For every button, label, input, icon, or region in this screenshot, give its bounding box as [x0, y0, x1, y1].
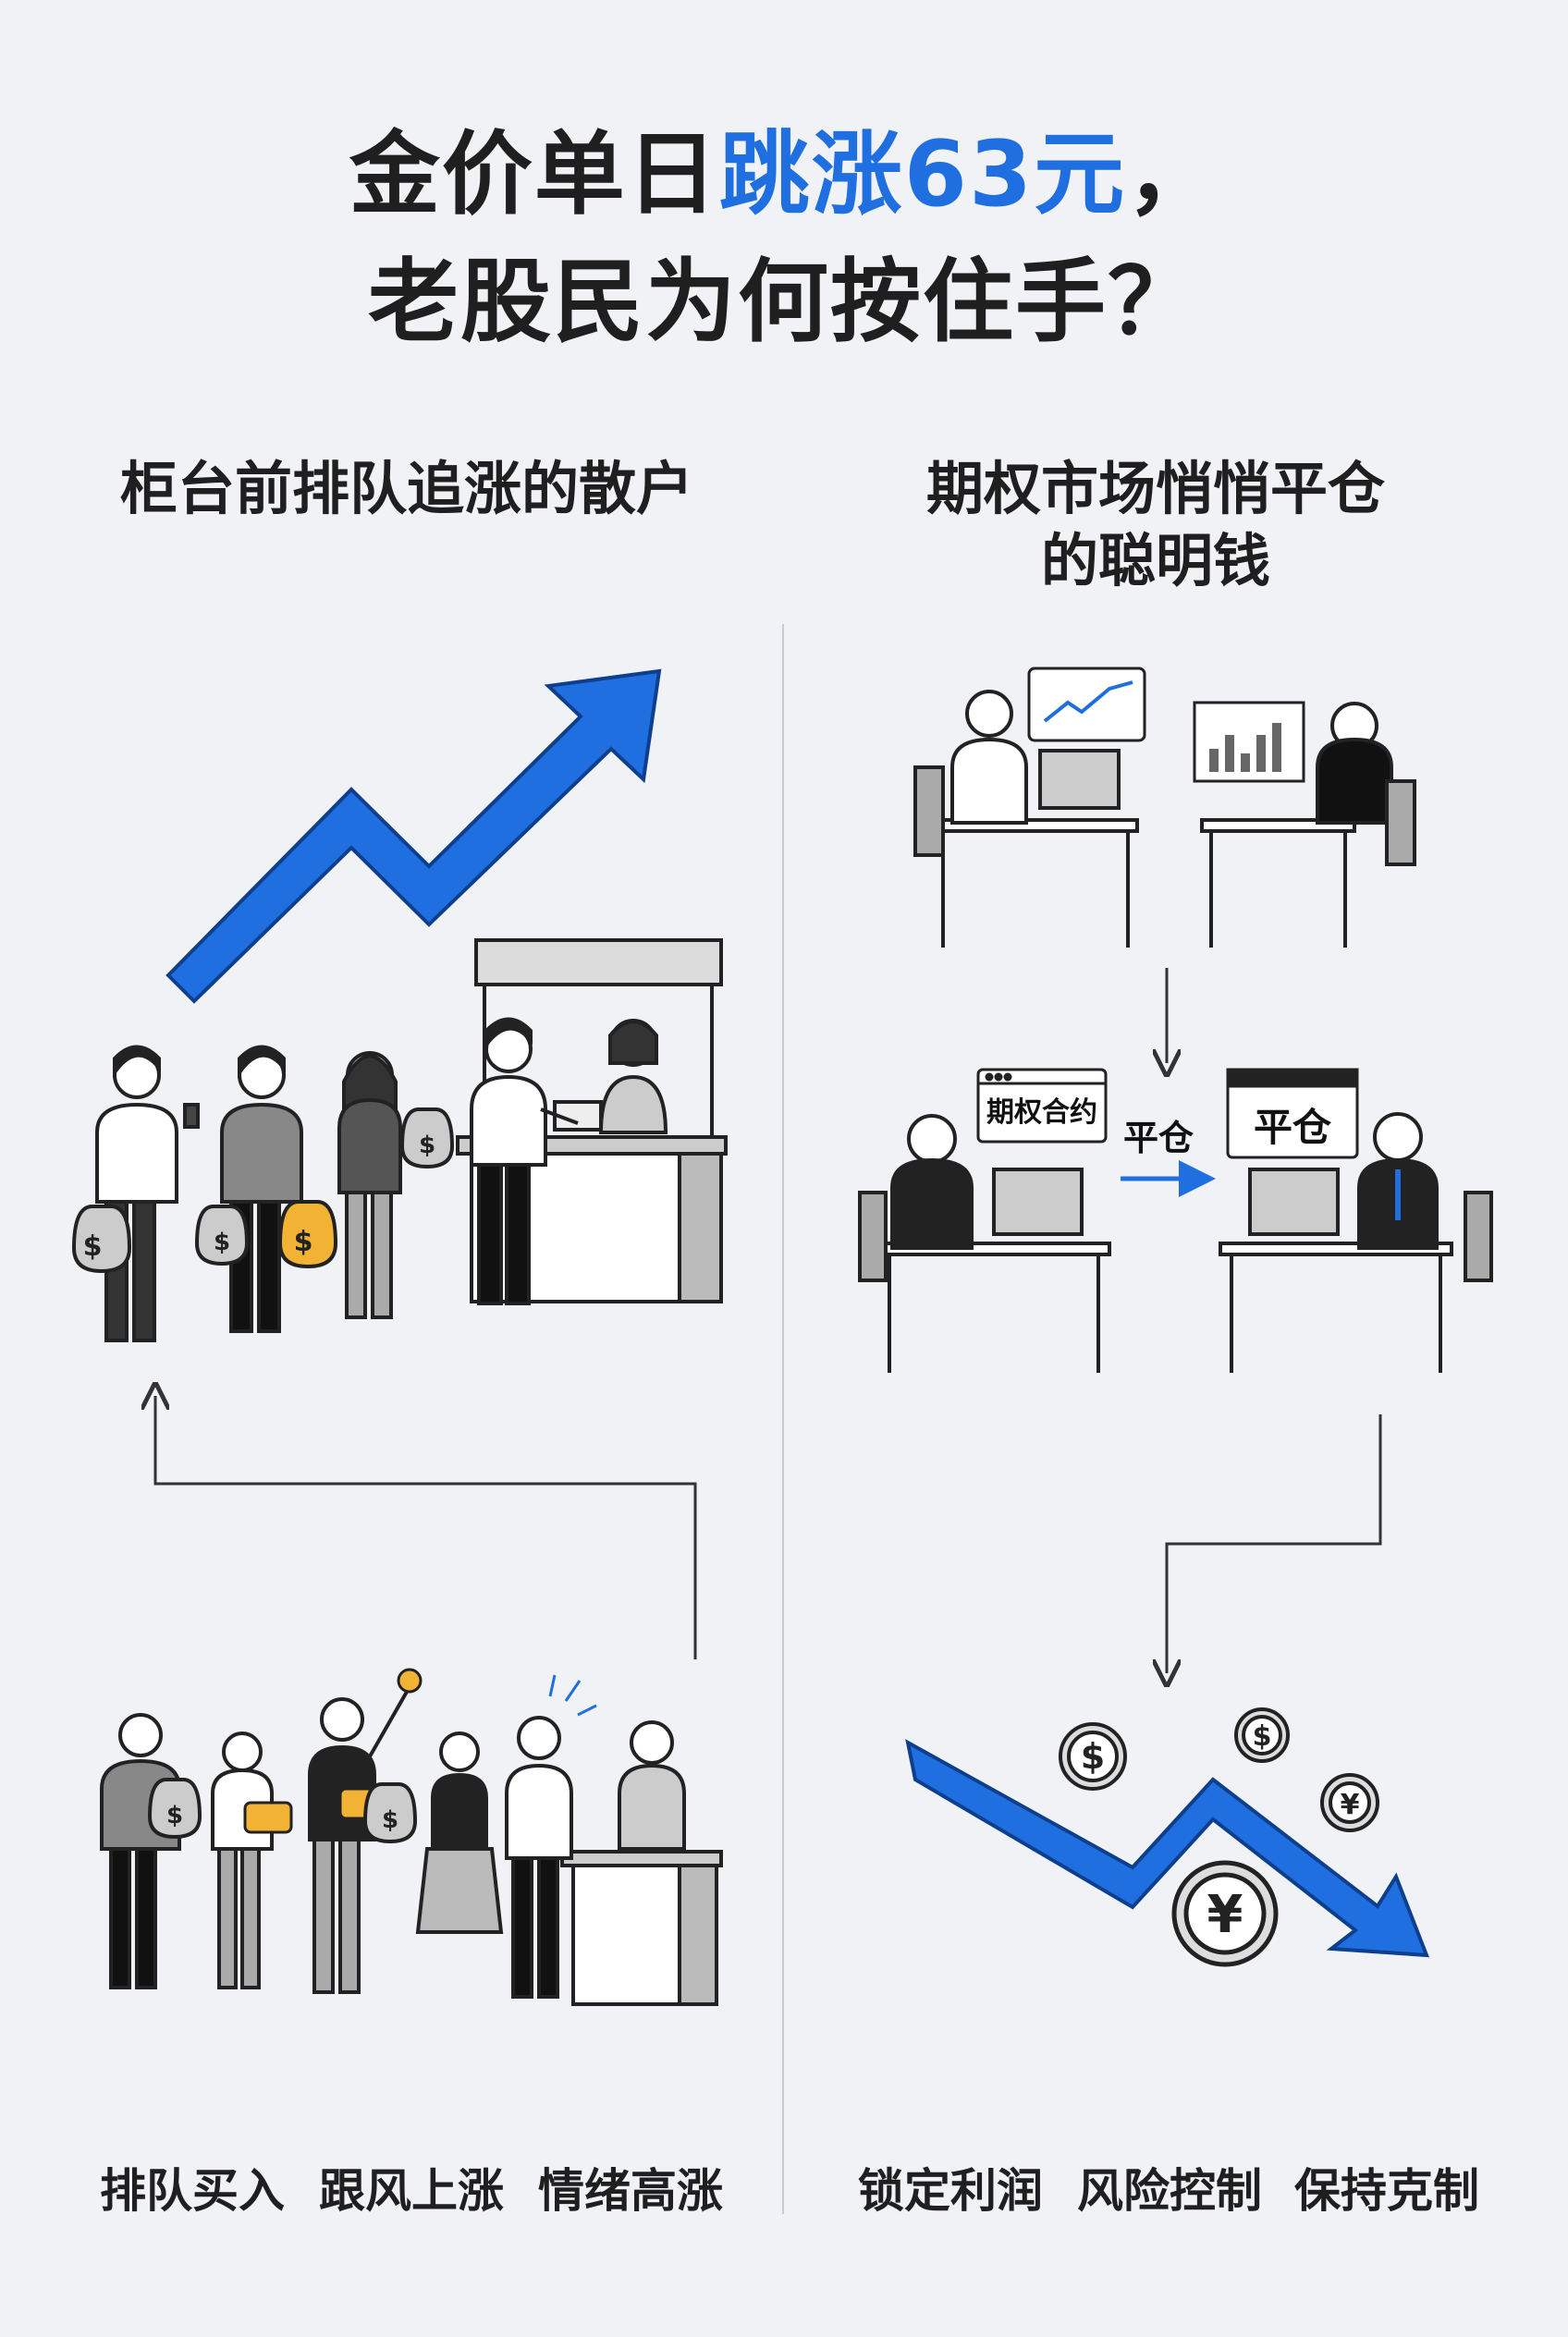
page-title-line1: 金价单日跳涨63元， — [0, 129, 1568, 220]
rising-arrow-icon — [165, 668, 662, 1004]
tag-follow-rise: 跟风上涨 — [319, 2164, 504, 2218]
svg-text:¥: ¥ — [1207, 1885, 1243, 1945]
speech-bubble-chart — [1027, 667, 1146, 742]
money-bag-icon: $ — [277, 1200, 338, 1269]
svg-text:$: $ — [382, 1806, 398, 1834]
bottom-crowd — [100, 1691, 686, 1999]
left-heading: 柜台前排队追涨的散户 — [119, 455, 693, 522]
line-chart-icon — [1043, 680, 1133, 723]
analyst-desk-right — [1200, 702, 1416, 948]
page-title-line2: 老股民为何按住手？ — [367, 250, 1200, 355]
tag-lock-profit: 锁定利润 — [858, 2164, 1043, 2218]
title-prefix: 金价单日 — [349, 122, 719, 227]
dollar-coin-icon: $ — [1059, 1722, 1127, 1791]
queue-person-3 — [337, 1051, 402, 1319]
svg-text:$: $ — [166, 1802, 183, 1829]
title-highlight: 跳涨63元 — [718, 122, 1127, 227]
customer-at-counter — [470, 1017, 579, 1305]
trader-desk-left — [858, 1114, 1111, 1373]
close-position-window — [1226, 1068, 1359, 1159]
bar-chart-board — [1193, 701, 1305, 783]
close-position-window-label: 平仓 — [1253, 1105, 1331, 1150]
loop-arrow — [155, 1396, 697, 1659]
svg-text:$: $ — [214, 1229, 230, 1256]
close-position-arrow-label: 平仓 — [1123, 1118, 1194, 1158]
money-bag-icon: $ $ — [147, 1778, 418, 1844]
svg-text:$: $ — [1081, 1736, 1105, 1777]
yen-coin-icon: ¥ — [1320, 1773, 1379, 1832]
queue-person-1 — [95, 1045, 200, 1342]
right-heading-line2: 的聪明钱 — [1040, 526, 1270, 594]
flow-arrow-to-decline — [1167, 1414, 1382, 1673]
yen-coin-icon: ¥ — [1171, 1860, 1279, 1967]
queue-person-2 — [220, 1045, 303, 1333]
tag-risk-control: 风险控制 — [1077, 2164, 1262, 2218]
options-screen — [976, 1068, 1108, 1144]
tag-keep-restraint: 保持克制 — [1294, 2164, 1479, 2218]
dollar-coin-icon: $ — [1234, 1707, 1290, 1763]
excitement-lines-icon — [548, 1674, 597, 1717]
money-bag-icon: $ — [194, 1205, 250, 1266]
right-heading-line1: 期权市场悄悄平仓 — [925, 455, 1385, 522]
bottom-counter — [560, 1850, 723, 2006]
svg-text:$: $ — [83, 1230, 103, 1263]
svg-text:$: $ — [419, 1132, 435, 1159]
options-contract-label: 期权合约 — [986, 1096, 1097, 1129]
analyst-desk-left — [913, 690, 1139, 948]
svg-text:$: $ — [294, 1226, 313, 1258]
svg-text:¥: ¥ — [1341, 1789, 1360, 1821]
money-bag-icon: $ — [71, 1205, 132, 1274]
clerk-figure — [553, 1019, 668, 1134]
title-comma: ， — [1126, 122, 1219, 227]
center-divider — [782, 624, 784, 2214]
tag-high-emotion: 情绪高涨 — [538, 2164, 723, 2218]
bar-chart-icon — [1209, 723, 1281, 772]
money-bag-icon: $ — [399, 1107, 455, 1169]
tag-queue-buy: 排队买入 — [100, 2164, 285, 2218]
right-heading: 期权市场悄悄平仓 的聪明钱 — [832, 453, 1479, 596]
falling-arrow-icon — [905, 1739, 1430, 1958]
trader-desk-right — [1219, 1112, 1493, 1373]
svg-text:$: $ — [1253, 1720, 1272, 1753]
